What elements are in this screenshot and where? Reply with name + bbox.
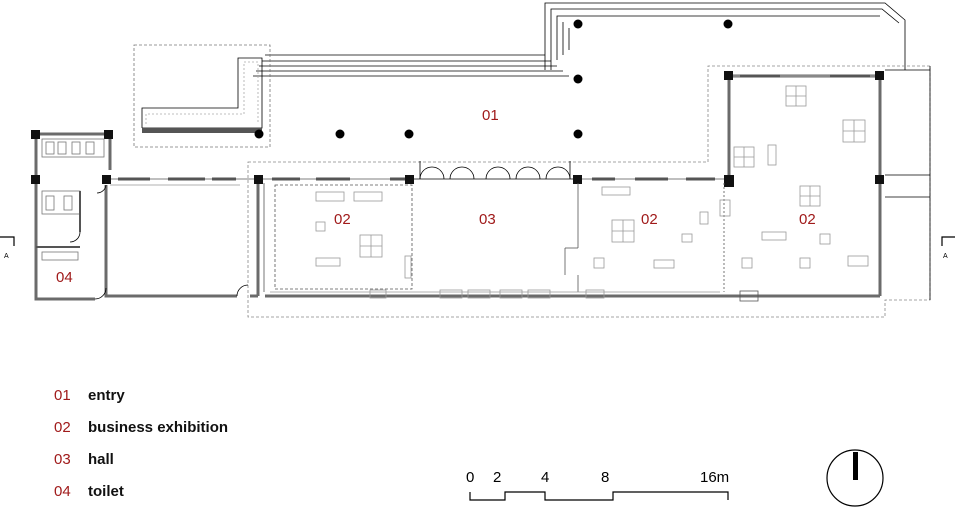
room-label-exhibition-b: 02 [641, 211, 658, 228]
room-label-exhibition-c: 02 [799, 211, 816, 228]
legend-item: 01 entry [54, 386, 228, 418]
room-label-toilet: 04 [56, 269, 73, 286]
legend-num: 02 [54, 419, 71, 436]
toilet-fixtures [36, 138, 105, 261]
column-blocks [31, 71, 884, 187]
legend-label: business exhibition [88, 419, 229, 436]
scale-tick-16m: 16m [700, 469, 729, 486]
section-label-right: A [943, 253, 948, 260]
scale-bar: 0 2 4 8 16m [466, 469, 729, 501]
section-label-left: A [4, 253, 9, 260]
room-label-entry: 01 [482, 107, 499, 124]
legend-label: hall [88, 451, 114, 468]
north-arrow-icon [826, 449, 884, 507]
section-marker-right: A [941, 236, 955, 260]
legend: 01 entry 02 business exhibition 03 hall 04 t… [54, 386, 228, 514]
top-wall-glazing [110, 74, 880, 181]
legend-label: entry [88, 387, 125, 404]
site-boundary [247, 65, 931, 318]
path-lines [253, 54, 569, 77]
scale-tick-0: 0 [466, 469, 474, 486]
entry-canopy [544, 2, 906, 70]
scale-tick-8: 8 [601, 469, 609, 486]
columns [254, 19, 733, 139]
legend-num: 04 [54, 483, 71, 500]
doors [69, 184, 249, 300]
scale-tick-4: 4 [541, 469, 549, 486]
bottom-glazing [270, 289, 759, 302]
right-annex [885, 66, 931, 300]
scale-tick-2: 2 [493, 469, 501, 486]
section-marker-left: A [0, 236, 15, 260]
legend-item: 04 toilet [54, 482, 228, 514]
legend-num: 01 [54, 387, 71, 404]
entry-doors [414, 161, 573, 180]
partitions [110, 183, 725, 292]
room-label-hall: 03 [479, 211, 496, 228]
legend-item: 03 hall [54, 450, 228, 482]
exhibition-displays [315, 85, 869, 279]
legend-label: toilet [88, 483, 124, 500]
room-label-exhibition-a: 02 [334, 211, 351, 228]
legend-item: 02 business exhibition [54, 418, 228, 450]
legend-num: 03 [54, 451, 71, 468]
walls [34, 74, 882, 301]
planter [133, 44, 271, 148]
